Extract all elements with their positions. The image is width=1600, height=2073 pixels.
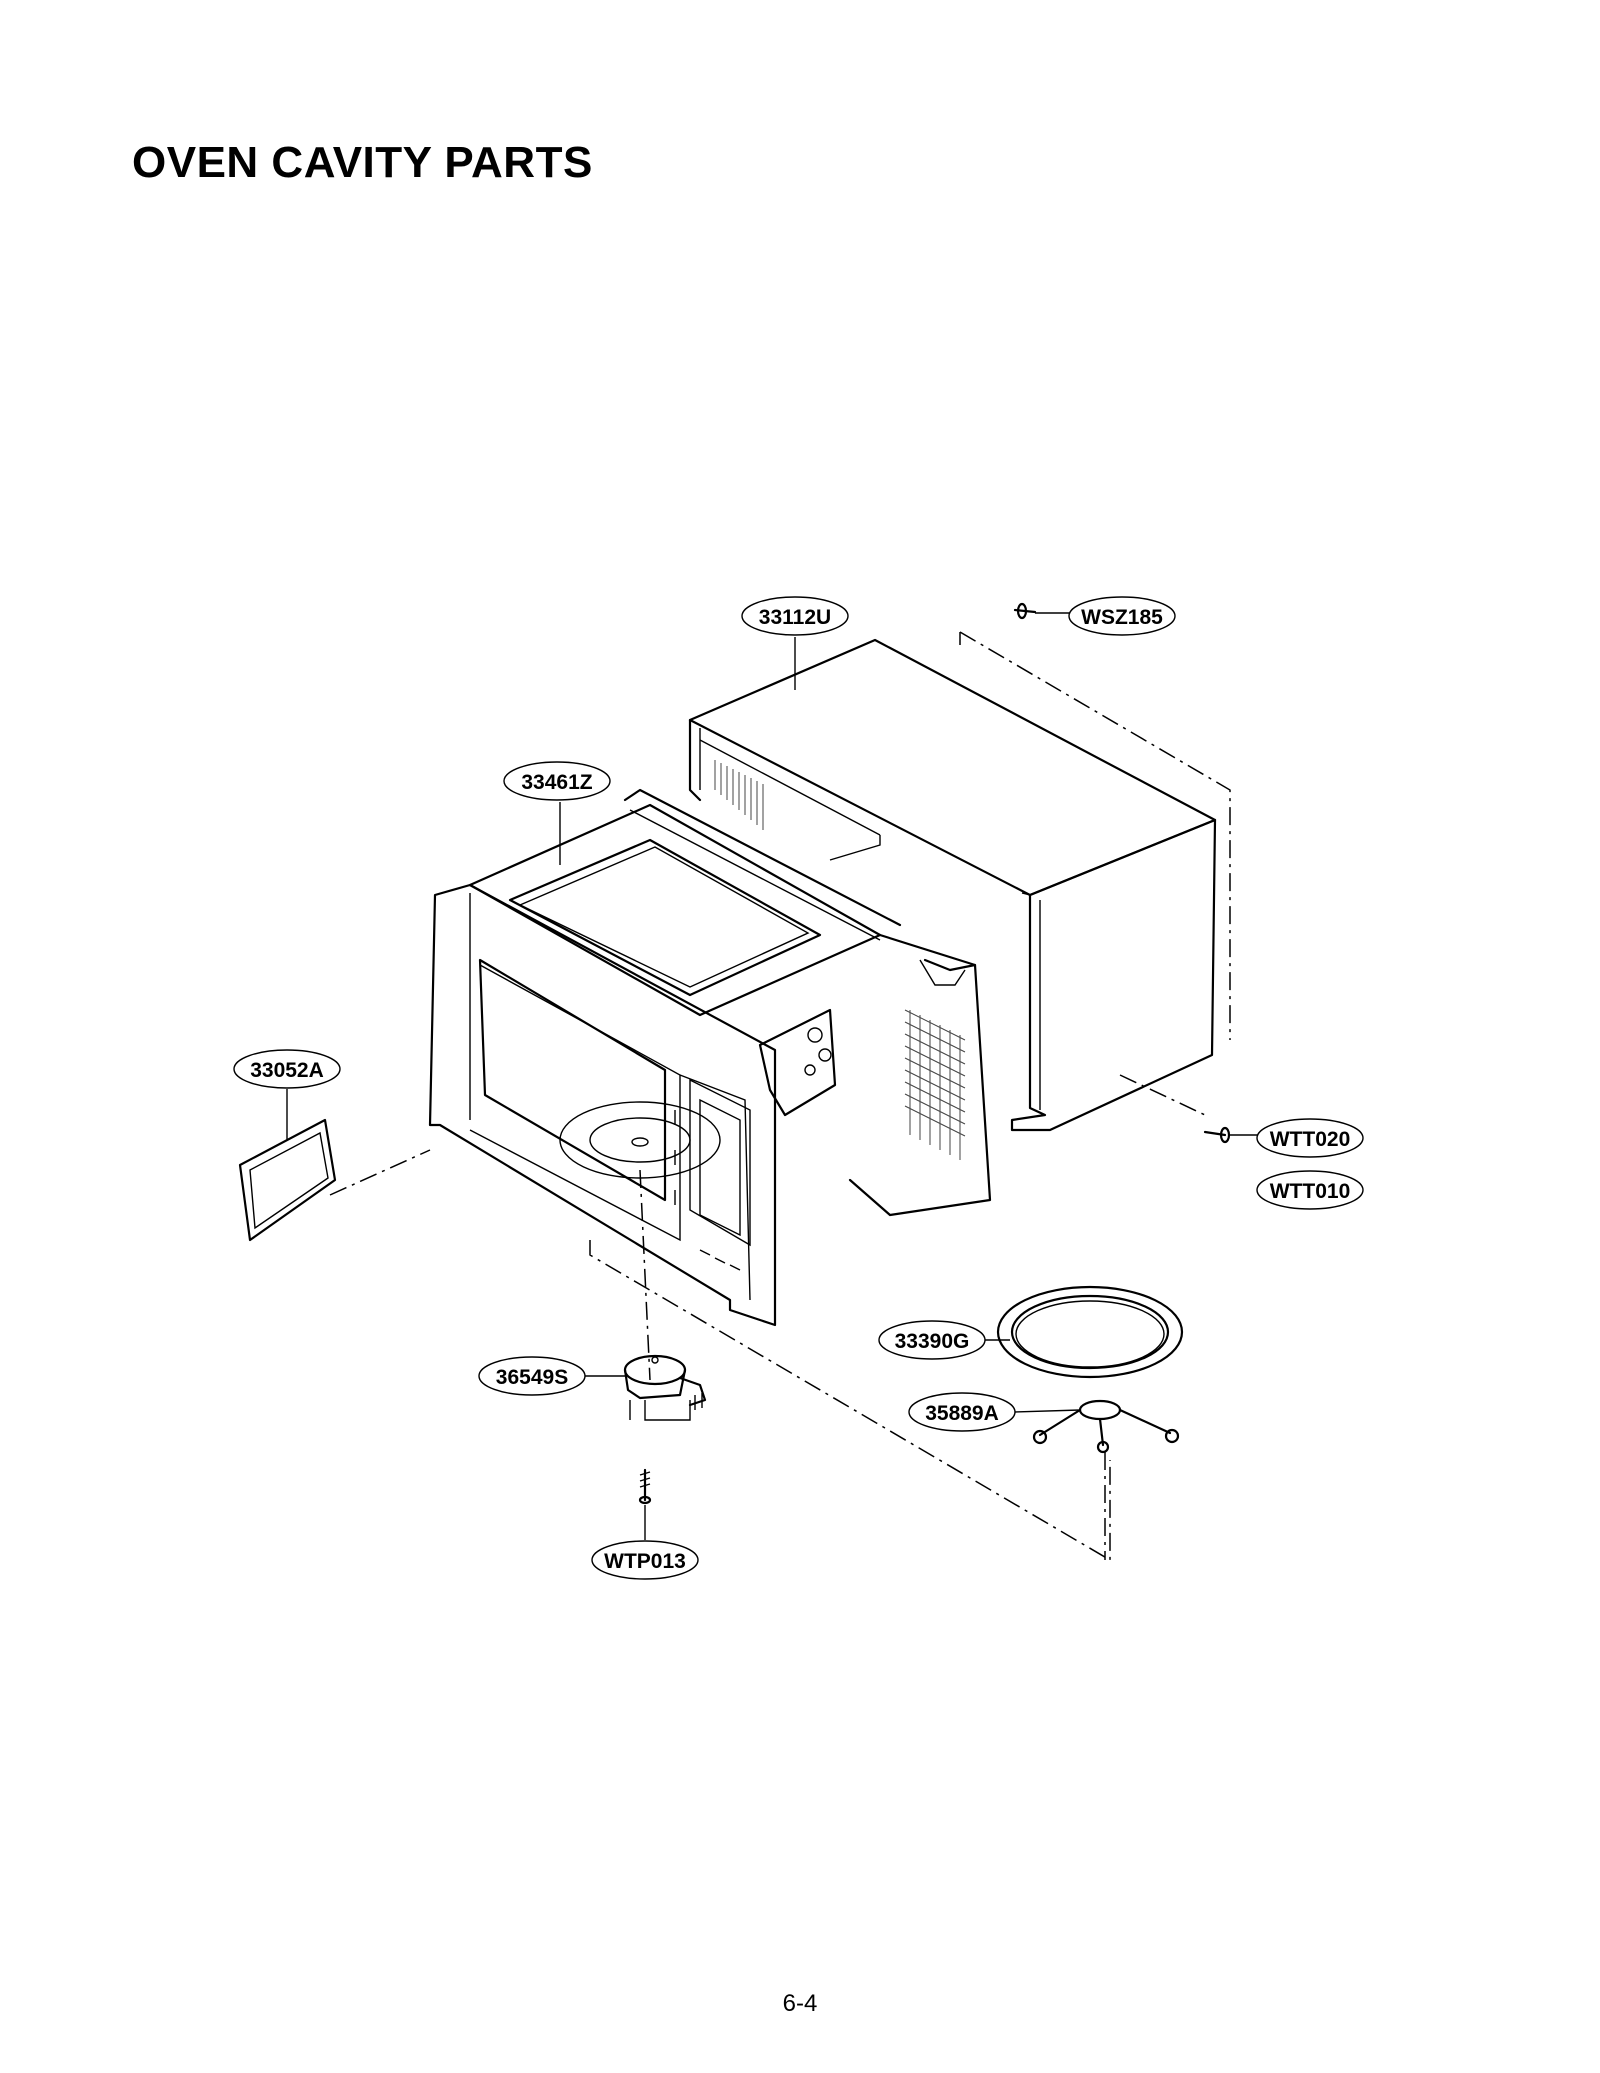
screw-wsz185 [1013,602,1037,620]
callout-35889A: 35889A [908,1392,1081,1432]
callout-33112U: 33112U [741,596,849,690]
svg-text:WTP013: WTP013 [604,1550,686,1573]
svg-text:WSZ185: WSZ185 [1081,606,1163,629]
svg-text:33052A: 33052A [250,1059,324,1082]
callout-33052A: 33052A [233,1049,341,1140]
svg-text:35889A: 35889A [925,1402,999,1425]
page-title: OVEN CAVITY PARTS [132,138,593,187]
page-number: 6-4 [782,1990,818,2017]
screw-wtp013 [638,1468,652,1505]
svg-text:WTT010: WTT010 [1270,1180,1351,1203]
turntable-tray [996,1285,1184,1379]
back-vent-grid [904,1009,966,1160]
roller-guide [1032,1399,1180,1454]
oven-cavity [428,788,992,1327]
callout-WTT010: WTT010 [1256,1170,1364,1210]
callout-33461Z: 33461Z [503,761,611,865]
svg-text:33112U: 33112U [759,606,831,629]
callout-WSZ185: WSZ185 [1035,596,1176,636]
waveguide-cover [238,1118,337,1242]
svg-text:36549S: 36549S [496,1366,568,1389]
svg-text:WTT020: WTT020 [1270,1128,1351,1151]
callout-WTP013: WTP013 [591,1505,699,1580]
outer-cabinet [688,638,1217,1132]
callout-WTT020: WTT020 [1230,1118,1364,1158]
callout-36549S: 36549S [478,1356,625,1396]
svg-text:33461Z: 33461Z [521,771,592,794]
svg-text:33390G: 33390G [895,1330,970,1353]
screw-wtt020 [1203,1126,1231,1144]
cabinet-vents [714,760,764,830]
callout-33390G: 33390G [878,1320,1010,1360]
turntable-motor [623,1354,707,1410]
